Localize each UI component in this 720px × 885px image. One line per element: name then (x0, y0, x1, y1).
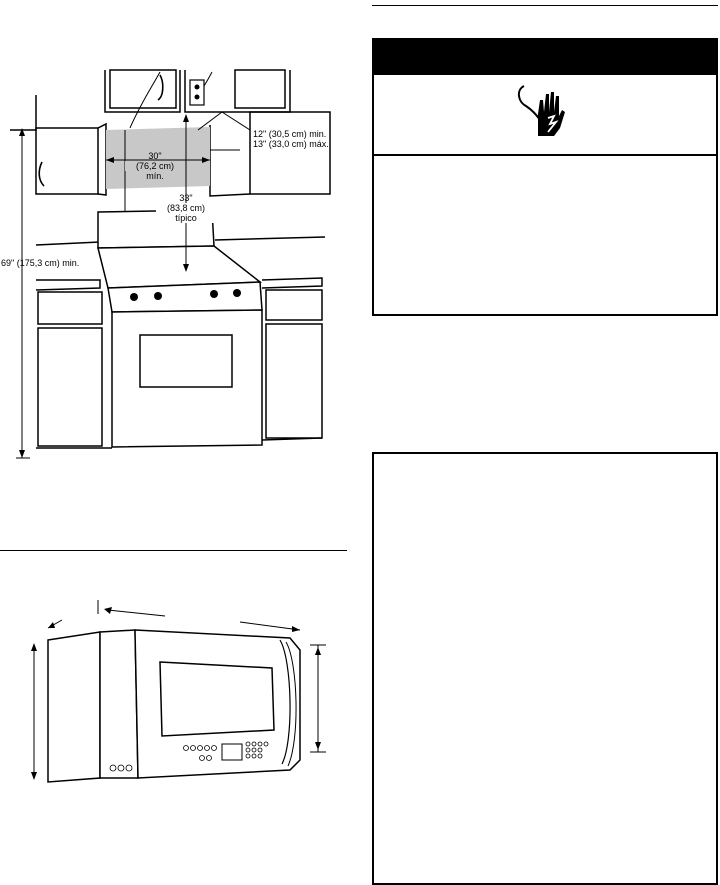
range-height-label-line3: típico (156, 213, 216, 223)
microwave-dimensions-figure (31, 600, 326, 783)
range-height-label-line2: (83,8 cm) (156, 203, 216, 213)
width-label-line1: 30" (148, 151, 162, 161)
width-label-line3: mín. (146, 171, 164, 181)
cabinet-depth-max-label: 13" (33,0 cm) máx. (253, 139, 329, 149)
range-height-label-line1: 33" (179, 193, 193, 203)
clearance-shaded-area (106, 127, 210, 189)
cabinet-depth-min-label: 12" (30,5 cm) min. (253, 129, 327, 139)
warning-box (372, 38, 718, 316)
warning-box-divider (372, 154, 718, 156)
height-from-floor-label: 69" (175,3 cm) min. (1, 258, 80, 268)
warning-header-bar (372, 38, 717, 75)
section-rule-left (0, 550, 347, 551)
installation-figure (10, 69, 331, 459)
information-box (372, 452, 718, 885)
electrical-shock-hand-icon (518, 85, 565, 136)
width-label-line2: (76,2 cm) (125, 161, 185, 171)
top-rule-right (372, 5, 718, 6)
